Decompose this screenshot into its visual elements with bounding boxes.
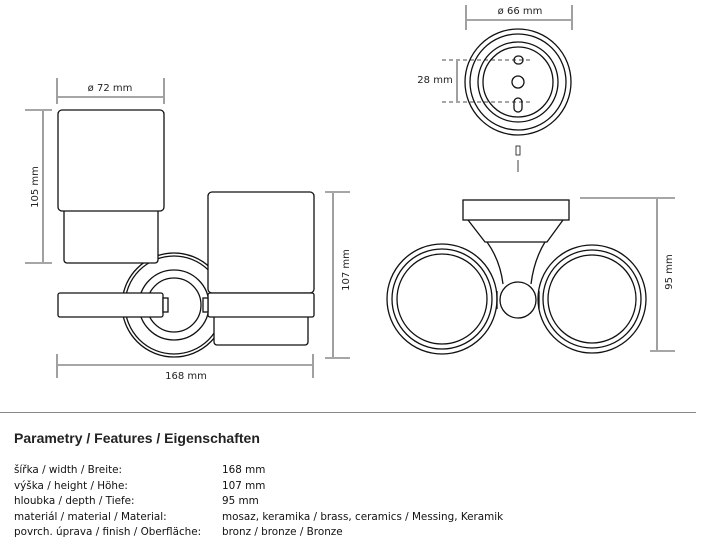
section-divider [0,412,696,413]
spec-label: šířka / width / Breite: [14,464,123,476]
spec-label: výška / height / Höhe: [14,479,128,492]
spec-row-width: šířka / width / Breite: 168 mm [14,463,503,479]
spec-value: bronz / bronze / Bronze [222,526,343,539]
spec-label: povrch. úprava / finish / Oberfläche: [14,526,202,539]
top-view: 95 mm [386,197,675,355]
rosette-view: ø 66 mm 28 mm [417,5,573,172]
cup-height-label: 105 mm [30,166,41,208]
left-cup [57,109,165,264]
spec-value: 107 mm [222,479,266,492]
spec-row-height: výška / height / Höhe: 107 mm [14,479,503,495]
features-title: Parametry / Features / Eigenschaften [14,430,260,446]
right-cup [207,191,315,346]
width-label: 168 mm [165,371,207,382]
cup-diameter-label: ø 72 mm [88,83,133,94]
technical-drawing: ø 72 mm 105 mm 107 mm 168 mm ø 66 mm 28 … [25,5,675,382]
spec-row-finish: povrch. úprava / finish / Oberfläche: bro… [14,525,503,541]
spec-value: 168 mm [222,464,266,476]
rosette-diameter-label: ø 66 mm [498,6,543,17]
front-view: ø 72 mm 105 mm 107 mm 168 mm [25,78,352,382]
dimension-lines [25,78,350,378]
spec-value: mosaz, keramika / brass, ceramics / Mess… [222,510,504,523]
height-label: 107 mm [341,249,352,291]
hole-spacing-label: 28 mm [417,75,452,86]
spec-value: 95 mm [222,495,259,508]
features-table: šířka / width / Breite: 168 mm výška / he… [14,463,503,541]
spec-row-material: materiál / material / Material: mosaz, ke… [14,510,503,526]
spec-label: hloubka / depth / Tiefe: [14,495,135,508]
depth-label: 95 mm [664,254,675,289]
spec-row-depth: hloubka / depth / Tiefe: 95 mm [14,494,503,510]
spec-label: materiál / material / Material: [14,510,167,523]
holder-arms [57,292,315,318]
